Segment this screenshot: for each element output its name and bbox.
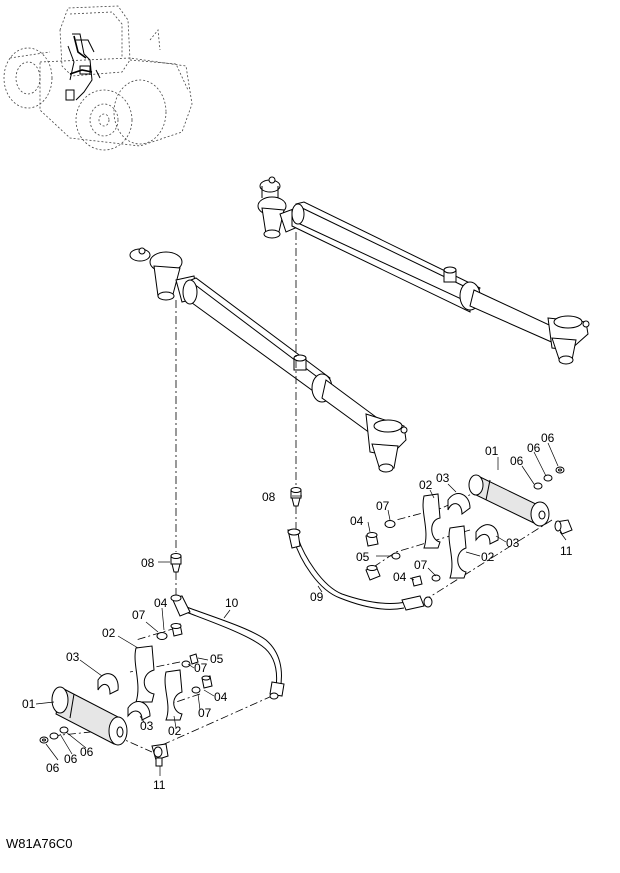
label-06-left-c: 06 [46, 761, 60, 775]
label-09: 09 [310, 590, 324, 604]
label-06-right-b: 06 [527, 441, 541, 455]
label-08-right: 08 [262, 490, 276, 504]
label-06-left-a: 06 [80, 745, 94, 759]
label-02-left-a: 02 [102, 626, 116, 640]
label-03-left-b: 03 [140, 719, 154, 733]
label-04-right-a: 04 [350, 514, 364, 528]
label-01-left: 01 [22, 697, 36, 711]
label-03-right-a: 03 [436, 471, 450, 485]
leader-lines [35, 442, 567, 776]
label-08-left: 08 [141, 556, 155, 570]
label-04-left-b: 04 [214, 690, 228, 704]
steering-cylinder-upper [257, 176, 590, 365]
steering-cylinder-lower [129, 247, 408, 473]
label-06-right-a: 06 [541, 431, 555, 445]
label-02-right-b: 02 [481, 550, 495, 564]
part-labels: 01 06 06 06 02 03 07 04 08 03 02 05 04 0… [22, 431, 573, 792]
label-05-left: 05 [210, 652, 224, 666]
right-accumulator-assembly [365, 466, 573, 587]
label-07-left-c: 07 [198, 706, 212, 720]
label-07-left-a: 07 [132, 608, 146, 622]
label-05-right: 05 [356, 550, 370, 564]
label-10: 10 [225, 596, 239, 610]
label-02-left-b: 02 [168, 724, 182, 738]
label-07-left-b: 07 [194, 661, 208, 675]
label-04-left-a: 04 [154, 596, 168, 610]
drawing-code: W81A76C0 [6, 836, 73, 851]
label-06-right-c: 06 [510, 454, 524, 468]
label-03-left-a: 03 [66, 650, 80, 664]
left-accumulator-assembly [39, 623, 213, 767]
label-02-right-a: 02 [419, 478, 433, 492]
vehicle-overview-thumbnail [3, 5, 193, 151]
label-11-right: 11 [560, 544, 573, 558]
label-07-right-a: 07 [376, 499, 390, 513]
label-03-right-b: 03 [506, 536, 520, 550]
label-07-right-b: 07 [414, 558, 428, 572]
label-04-right-b: 04 [393, 570, 407, 584]
label-11-left: 11 [153, 778, 166, 792]
label-06-left-b: 06 [64, 752, 78, 766]
label-01-right: 01 [485, 444, 499, 458]
hose-09-assembly [287, 487, 433, 611]
hose-10-assembly [170, 553, 285, 700]
